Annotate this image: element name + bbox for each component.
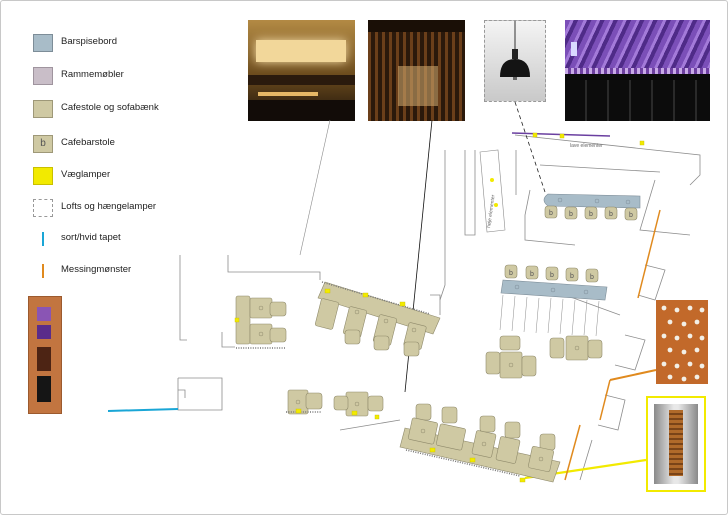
svg-text:b: b — [590, 274, 594, 281]
wall-sample-board — [28, 296, 62, 414]
swatch-cafestole — [33, 100, 53, 118]
swatch-messing — [42, 264, 44, 278]
legend-label-messing: Messingmønster — [61, 264, 132, 275]
svg-text:b: b — [589, 211, 593, 218]
legend-label-cafebarstole: Cafebarstole — [61, 137, 115, 148]
legend-label-cafestole: Cafestole og sofabænk — [61, 102, 159, 113]
leader-line-1 — [299, 119, 331, 256]
bar-counter-top — [543, 193, 641, 209]
sample-purple-light — [37, 307, 51, 321]
leader-brass — [609, 369, 657, 381]
walls — [177, 134, 701, 481]
swatch-barspisebord — [33, 34, 53, 52]
svg-text:b: b — [509, 270, 513, 277]
bar-counter-middle — [500, 279, 608, 301]
pendant-lamp-icon — [500, 21, 530, 80]
svg-text:b: b — [530, 271, 534, 278]
legend-label-rammemobler: Rammemøbler — [61, 69, 124, 80]
barstools-top: b b b b b — [544, 205, 638, 221]
cafe-furniture — [235, 281, 603, 483]
legend-label-barspisebord: Barspisebord — [61, 36, 117, 47]
photo-purple-bar — [565, 20, 710, 121]
swatch-lofts — [33, 199, 53, 217]
brass-pattern-icon — [661, 305, 705, 382]
swatch-rammemobler — [33, 67, 53, 85]
photo-brass-pattern — [656, 300, 708, 384]
table-markers — [258, 305, 580, 462]
svg-text:b: b — [629, 212, 633, 219]
photo-wall-lamp — [646, 396, 706, 492]
top-label: lave elementer — [570, 143, 603, 149]
sample-black — [37, 376, 51, 402]
sample-purple-dark — [37, 325, 51, 339]
swatch-cafebarstole: b — [33, 135, 53, 153]
photo-ceiling-light — [248, 20, 355, 121]
wallpaper-line — [107, 408, 179, 412]
svg-text:b: b — [609, 211, 613, 218]
svg-text:b: b — [549, 210, 553, 217]
svg-text:b: b — [550, 272, 554, 279]
brass-lines — [564, 209, 661, 481]
swatch-tapet — [42, 232, 44, 246]
side-label: høje elementer — [486, 194, 497, 228]
photo-pendant-lamp — [484, 20, 546, 102]
leader-dashed — [514, 101, 546, 193]
svg-text:b: b — [570, 273, 574, 280]
swatch-vaeglamper — [33, 167, 53, 185]
bar-lines — [499, 294, 600, 337]
photo-wood-slats — [368, 20, 465, 121]
legend-label-vaeglamper: Væglamper — [61, 169, 111, 180]
sample-brown — [37, 347, 51, 371]
wall-lamps — [234, 132, 645, 483]
side-element: høje elementer — [479, 149, 506, 233]
svg-text:b: b — [569, 211, 573, 218]
legend-label-tapet: sort/hvid tapet — [61, 232, 121, 243]
legend-label-lofts: Lofts og hængelamper — [61, 201, 157, 212]
barstools-middle: b b b b b — [504, 264, 599, 283]
rails — [236, 281, 521, 477]
